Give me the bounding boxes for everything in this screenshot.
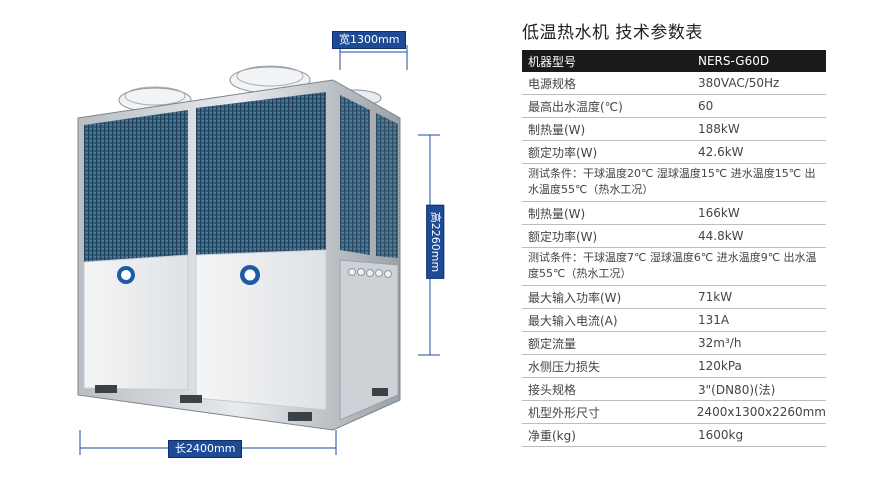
spec-value: 3"(DN80)(法) <box>698 382 776 397</box>
spec-row: 最高出水温度(℃) 60 <box>522 95 826 118</box>
spec-section: 低温热水机 技术参数表 机器型号 NERS-G60D 电源规格 380VAC/50… <box>522 20 826 447</box>
length-dimension-label: 长2400mm <box>168 440 243 458</box>
coil-side-2 <box>376 113 398 258</box>
spec-row: 额定流量 32m³/h <box>522 332 826 355</box>
spec-header-key: 机器型号 <box>528 54 577 69</box>
spec-value: 42.6kW <box>698 145 744 159</box>
spec-key: 最大输入电流(A) <box>528 313 618 328</box>
spec-row: 净重(kg) 1600kg <box>522 424 826 447</box>
coil-right <box>196 92 326 255</box>
spec-row: 机型外形尺寸 2400x1300x2260mm <box>522 401 826 424</box>
spec-key: 机型外形尺寸 <box>528 405 601 420</box>
spec-header-row: 机器型号 NERS-G60D <box>522 50 826 72</box>
spec-row: 制热量(W) 188kW <box>522 118 826 141</box>
spec-key: 接头规格 <box>528 382 577 397</box>
panel-right <box>195 249 327 411</box>
spec-row: 电源规格 380VAC/50Hz <box>522 72 826 95</box>
mount-feet <box>95 385 388 421</box>
spec-value: 166kW <box>698 206 740 220</box>
spec-row: 制热量(W) 166kW <box>522 202 826 225</box>
spec-note-text: 测试条件：干球温度20℃ 湿球温度15℃ 进水温度15℃ 出水温度55℃（热水工… <box>528 167 816 196</box>
spec-row: 最大输入功率(W) 71kW <box>522 286 826 309</box>
spec-value: 188kW <box>698 122 740 136</box>
spec-key: 额定流量 <box>528 336 577 351</box>
spec-key: 额定功率(W) <box>528 229 598 244</box>
spec-value: 2400x1300x2260mm <box>696 405 826 419</box>
spec-key: 净重(kg) <box>528 428 576 443</box>
spec-value: 60 <box>698 99 714 113</box>
spec-key: 电源规格 <box>528 76 577 91</box>
side-ports <box>348 268 392 278</box>
side-panel <box>339 259 399 421</box>
spec-row: 最大输入电流(A) 131A <box>522 309 826 332</box>
spec-table: 机器型号 NERS-G60D 电源规格 380VAC/50Hz 最高出水温度(℃) 6… <box>522 50 826 447</box>
spec-note-row: 测试条件：干球温度20℃ 湿球温度15℃ 进水温度15℃ 出水温度55℃（热水工… <box>522 164 826 202</box>
spec-key: 最大输入功率(W) <box>528 290 622 305</box>
spec-row: 水侧压力损失 120kPa <box>522 355 826 378</box>
spec-row: 接头规格 3"(DN80)(法) <box>522 378 826 401</box>
spec-key: 额定功率(W) <box>528 145 598 160</box>
spec-value: 44.8kW <box>698 229 744 243</box>
spec-key: 水侧压力损失 <box>528 359 601 374</box>
spec-key: 最高出水温度(℃) <box>528 99 623 114</box>
spec-row: 额定功率(W) 42.6kW <box>522 141 826 164</box>
spec-key: 制热量(W) <box>528 122 586 137</box>
spec-value: 120kPa <box>698 359 742 373</box>
spec-value: 71kW <box>698 290 733 304</box>
heat-pump-unit-image <box>77 45 440 455</box>
product-illustration: 宽1300mm 长2400mm 高2260mm <box>77 31 445 458</box>
spec-note-row: 测试条件：干球温度7℃ 湿球温度6℃ 进水温度9℃ 出水温度55℃（热水工况） <box>522 248 826 286</box>
spec-note-text: 测试条件：干球温度7℃ 湿球温度6℃ 进水温度9℃ 出水温度55℃（热水工况） <box>528 251 817 280</box>
brand-logo <box>117 265 260 285</box>
coil-side-1 <box>340 95 370 255</box>
spec-value: 131A <box>698 313 730 327</box>
coil-left <box>84 110 188 262</box>
spec-row: 额定功率(W) 44.8kW <box>522 225 826 248</box>
spec-header-value: NERS-G60D <box>698 54 770 68</box>
height-dimension-label: 高2260mm <box>426 204 445 280</box>
panel-left <box>83 254 189 391</box>
width-dimension-label: 宽1300mm <box>332 31 407 49</box>
spec-key: 制热量(W) <box>528 206 586 221</box>
spec-value: 1600kg <box>698 428 744 442</box>
spec-title: 低温热水机 技术参数表 <box>522 23 703 43</box>
spec-value: 32m³/h <box>698 336 742 350</box>
spec-value: 380VAC/50Hz <box>698 76 780 90</box>
